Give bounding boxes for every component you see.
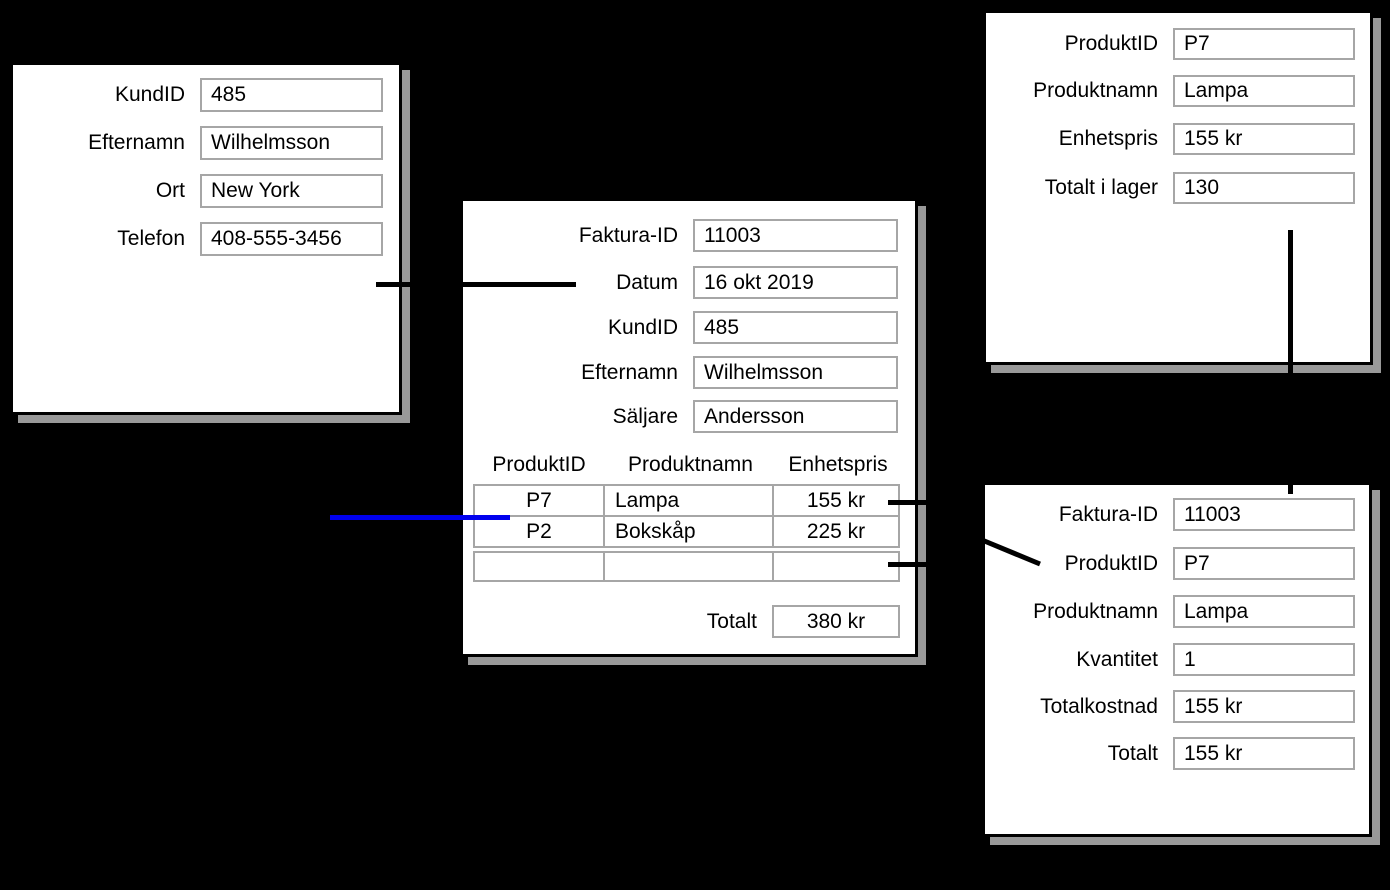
ort-field[interactable]: New York [200, 174, 383, 208]
field-label: Produktnamn [1033, 79, 1158, 102]
field-row-totalt: Totalt 380 kr [463, 605, 900, 638]
faktura-id-field[interactable]: 11003 [693, 219, 898, 252]
field-label: Totalt [1107, 741, 1158, 765]
totalt-i-lager-field[interactable]: 130 [1173, 172, 1355, 204]
line-item-produktid-cell[interactable]: P7 [475, 486, 603, 515]
field-label: Totalt [706, 609, 757, 633]
field-row-produktid: ProduktID P7 [985, 547, 1355, 580]
field-row-datum: Datum 16 okt 2019 [463, 266, 898, 299]
field-row-produktnamn: Produktnamn Lampa [985, 595, 1355, 628]
totalkostnad-field[interactable]: 155 kr [1173, 690, 1355, 723]
line-item-produktid-cell[interactable] [475, 553, 603, 580]
field-row-faktura-id: Faktura-ID 11003 [463, 219, 898, 252]
produktnamn-field[interactable]: Lampa [1173, 75, 1355, 107]
totalt-field[interactable]: 155 kr [1173, 737, 1355, 770]
field-row-totalt: Totalt 155 kr [985, 737, 1355, 770]
line-items-empty-row [473, 551, 900, 582]
saljare-field[interactable]: Andersson [693, 400, 898, 433]
field-row-telefon: Telefon 408-555-3456 [13, 222, 383, 256]
line-items-table: P7 Lampa 155 kr P2 Bokskåp 225 kr [473, 484, 900, 548]
field-label: KundID [607, 315, 678, 339]
datum-field[interactable]: 16 okt 2019 [693, 266, 898, 299]
efternamn-field[interactable]: Wilhelmsson [693, 356, 898, 389]
field-label: Efternamn [581, 360, 678, 384]
line-item-produktnamn-cell[interactable] [605, 553, 772, 580]
totalt-field[interactable]: 380 kr [772, 605, 900, 638]
column-header-produktid: ProduktID [492, 453, 586, 476]
kvantitet-field[interactable]: 1 [1173, 643, 1355, 676]
efternamn-field[interactable]: Wilhelmsson [200, 126, 383, 160]
field-row-efternamn: Efternamn Wilhelmsson [13, 126, 383, 160]
line-item-enhetspris-cell[interactable]: 155 kr [774, 486, 898, 515]
kundid-field[interactable]: 485 [693, 311, 898, 344]
field-label: ProduktID [1064, 551, 1158, 575]
produktid-field[interactable]: P7 [1173, 28, 1355, 60]
line-item-produktid-cell[interactable]: P2 [475, 517, 603, 546]
invoice-form-card: Faktura-ID 11003 Datum 16 okt 2019 KundI… [460, 198, 918, 657]
field-label: Ort [155, 179, 185, 202]
faktura-id-field[interactable]: 11003 [1173, 498, 1355, 531]
line-items-header: ProduktID Produktnamn Enhetspris [473, 453, 900, 481]
field-label: Totalt i lager [1044, 176, 1158, 199]
field-row-kundid: KundID 485 [13, 78, 383, 112]
field-label: Kvantitet [1076, 647, 1158, 671]
field-label: Datum [616, 270, 678, 294]
field-row-ort: Ort New York [13, 174, 383, 208]
produktnamn-field[interactable]: Lampa [1173, 595, 1355, 628]
produktid-field[interactable]: P7 [1173, 547, 1355, 580]
field-label: Faktura-ID [1058, 502, 1158, 526]
field-row-saljare: Säljare Andersson [463, 400, 898, 433]
line-item-enhetspris-cell[interactable] [774, 553, 898, 580]
field-row-totalt-i-lager: Totalt i lager 130 [986, 172, 1355, 204]
field-label: KundID [114, 83, 185, 106]
field-label: Totalkostnad [1040, 694, 1158, 718]
field-row-enhetspris: Enhetspris 155 kr [986, 123, 1355, 155]
field-label: Faktura-ID [578, 223, 678, 247]
field-row-produktid: ProduktID P7 [986, 28, 1355, 60]
field-row-kundid: KundID 485 [463, 311, 898, 344]
field-row-produktnamn: Produktnamn Lampa [986, 75, 1355, 107]
field-label: Enhetspris [1058, 127, 1158, 150]
kundid-field[interactable]: 485 [200, 78, 383, 112]
field-label: Telefon [117, 227, 185, 250]
line-item-enhetspris-cell[interactable]: 225 kr [774, 517, 898, 546]
column-header-produktnamn: Produktnamn [628, 453, 753, 476]
customer-form-card: KundID 485 Efternamn Wilhelmsson Ort New… [10, 62, 402, 415]
field-label: Efternamn [88, 131, 185, 154]
field-row-kvantitet: Kvantitet 1 [985, 643, 1355, 676]
product-form-card: ProduktID P7 Produktnamn Lampa Enhetspri… [983, 10, 1373, 365]
field-row-faktura-id: Faktura-ID 11003 [985, 498, 1355, 531]
field-row-efternamn: Efternamn Wilhelmsson [463, 356, 898, 389]
telefon-field[interactable]: 408-555-3456 [200, 222, 383, 256]
line-item-produktnamn-cell[interactable]: Lampa [605, 486, 772, 515]
field-label: ProduktID [1064, 32, 1158, 55]
invoice-line-form-card: Faktura-ID 11003 ProduktID P7 Produktnam… [982, 482, 1372, 837]
enhetspris-field[interactable]: 155 kr [1173, 123, 1355, 155]
field-label: Produktnamn [1033, 599, 1158, 623]
column-header-enhetspris: Enhetspris [788, 453, 888, 476]
field-row-totalkostnad: Totalkostnad 155 kr [985, 690, 1355, 723]
field-label: Säljare [612, 404, 678, 428]
line-item-produktnamn-cell[interactable]: Bokskåp [605, 517, 772, 546]
